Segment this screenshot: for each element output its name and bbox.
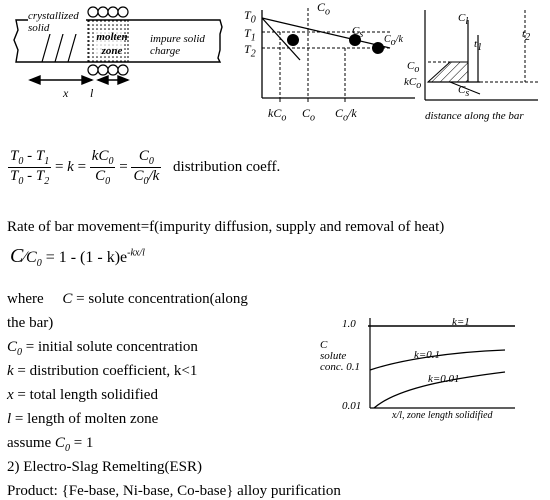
profile-cl: Cl bbox=[458, 12, 469, 28]
distribution-coeff-label: distribution coeff. bbox=[173, 159, 281, 175]
graph-x-label: x/l, zone length solidified bbox=[392, 410, 493, 421]
profile-t1: t1 bbox=[474, 38, 483, 54]
l-def-line: l = length of molten zone bbox=[7, 411, 159, 427]
graph-y-bot: 0.01 bbox=[342, 400, 362, 412]
assume-line: assume C0 = 1 bbox=[7, 435, 94, 454]
graph-k1: k=1 bbox=[452, 316, 470, 328]
phase-t1: T1 bbox=[244, 26, 256, 44]
graph-y-top: 1.0 bbox=[342, 318, 356, 330]
phase-c0-top: Co bbox=[317, 0, 331, 18]
heater-coils-top bbox=[87, 6, 129, 18]
profile-caption: distance along the bar bbox=[425, 110, 524, 122]
x-length-label: x bbox=[63, 86, 69, 100]
phase-c0k: Co/k bbox=[384, 34, 403, 48]
molten-zone-label: molten zone bbox=[96, 31, 128, 57]
crystallized-solid-label: crystallized solid bbox=[28, 10, 86, 34]
the-bar-line: the bar) bbox=[7, 315, 54, 331]
phase-cs: Cs bbox=[352, 25, 364, 41]
product-line: Product: {Fe-base, Ni-base, Co-base} all… bbox=[7, 483, 341, 499]
rate-line: Rate of bar movement=f(impurity diffusio… bbox=[7, 219, 445, 235]
l-length-label: l bbox=[90, 86, 94, 100]
phase-c0-axis: Co bbox=[302, 106, 316, 124]
phase-t2: T2 bbox=[244, 42, 256, 60]
phase-diagram bbox=[261, 8, 415, 102]
impure-charge-label: impure solid charge bbox=[150, 33, 205, 57]
phase-t0: T0 bbox=[244, 8, 256, 26]
heater-coils-bottom bbox=[87, 64, 129, 76]
concentration-equation: C⁄C0 = 1 - (1 - k)e-kx/l bbox=[10, 245, 145, 270]
profile-c0: Co bbox=[407, 60, 420, 76]
graph-k01: k=0.1 bbox=[414, 349, 441, 361]
phase-c0k-axis: Co/k bbox=[335, 106, 357, 124]
where-line: where C = solute concentration(along bbox=[7, 291, 248, 307]
c0-def-line: C0 = initial solute concentration bbox=[7, 339, 198, 358]
phase-kc0-axis: kCo bbox=[268, 106, 287, 124]
k-def-line: k = distribution coefficient, k<1 bbox=[7, 363, 198, 379]
profile-t2: t2 bbox=[522, 28, 531, 44]
concentration-profile bbox=[424, 10, 538, 101]
solute-concentration-graph bbox=[368, 318, 515, 409]
esr-line: 2) Electro-Slag Remelting(ESR) bbox=[7, 459, 202, 475]
profile-cs: Cs bbox=[458, 84, 470, 100]
graph-k001: k=0.01 bbox=[428, 373, 460, 385]
profile-kc0: kCo bbox=[404, 76, 422, 92]
x-def-line: x = total length solidified bbox=[7, 387, 158, 403]
